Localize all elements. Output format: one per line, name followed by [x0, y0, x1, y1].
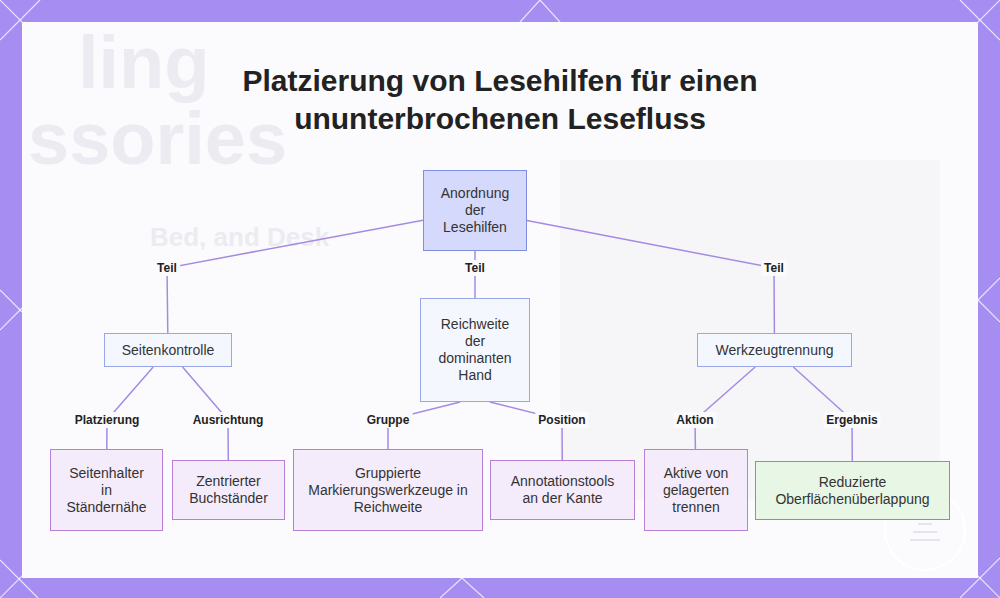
watermark-text: ssories [28, 96, 287, 181]
watermark-text: ling [78, 20, 210, 105]
connector-line [107, 367, 153, 449]
logo-mark [910, 524, 940, 540]
node-text: Reichweite der dominanten Hand [435, 316, 515, 384]
watermark-text: Bed, and Desk [150, 222, 329, 253]
edge-label: Aktion [673, 412, 716, 428]
node-text: Reduzierte Oberflächenüberlappung [766, 474, 939, 508]
edge-label: Platzierung [72, 412, 143, 428]
result-box: Reduzierte Oberflächenüberlappung [755, 461, 950, 520]
diagram-title: Platzierung von Lesehilfen für einen unu… [210, 62, 790, 138]
node-text: Zentrierter Buchständer [185, 473, 272, 507]
edge-label: Teil [154, 260, 180, 276]
root-box: Anordnung der Lesehilfen [423, 170, 527, 251]
leaf-box: Zentrierter Buchständer [172, 460, 285, 520]
leaf-box: Seitenhalter in Ständernähe [50, 449, 163, 531]
leaf-box: Annotationstools an der Kante [490, 460, 635, 520]
edge-label: Ausrichtung [190, 412, 267, 428]
leaf-box: Aktive von gelagerten trennen [644, 449, 748, 531]
inner-panel [22, 22, 978, 578]
category-box: Seitenkontrolle [104, 333, 232, 367]
edge-label: Ergebnis [823, 412, 880, 428]
edge-label: Teil [462, 260, 488, 276]
node-text: Anordnung der Lesehilfen [436, 185, 514, 236]
edge-label: Teil [761, 260, 787, 276]
edge-label: Gruppe [364, 412, 413, 428]
edge-label: Position [535, 412, 588, 428]
node-text: Aktive von gelagerten trennen [657, 465, 735, 516]
node-text: Seitenkontrolle [122, 342, 215, 359]
node-text: Annotationstools an der Kante [503, 473, 622, 507]
connector-line [490, 402, 562, 460]
connector-line [527, 221, 774, 334]
node-text: Gruppierte Markierungswerkzeuge in Reich… [306, 465, 470, 516]
category-box: Reichweite der dominanten Hand [420, 298, 530, 402]
node-text: Werkzeugtrennung [715, 342, 833, 359]
category-box: Werkzeugtrennung [697, 333, 852, 367]
node-text: Seitenhalter in Ständernähe [63, 465, 150, 516]
connector-line [695, 367, 755, 449]
leaf-box: Gruppierte Markierungswerkzeuge in Reich… [293, 449, 483, 531]
background-photo-shade [560, 160, 940, 500]
